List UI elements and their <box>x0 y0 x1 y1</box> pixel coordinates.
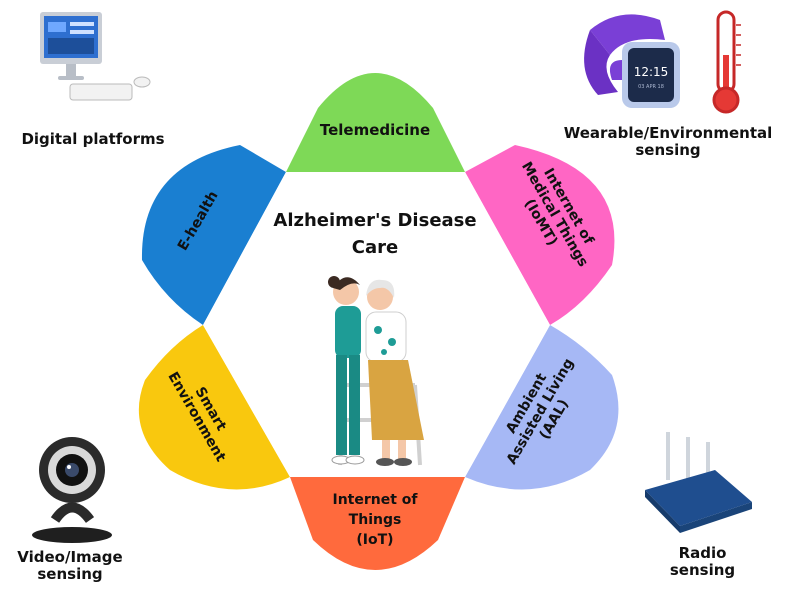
label-video-sensing: Video/Image sensing <box>0 548 140 584</box>
label-wearable-line1: Wearable/Environmental <box>563 124 773 142</box>
watch-time: 12:15 <box>634 65 669 79</box>
smartwatch-icon: 12:15 03 APR 18 <box>584 14 680 108</box>
label-digital-platforms-text: Digital platforms <box>21 130 165 148</box>
label-digital-platforms: Digital platforms <box>8 130 178 148</box>
thermometer-icon <box>712 10 741 114</box>
caregiver-elderly-illustration <box>328 276 424 466</box>
center-title-line1: Alzheimer's Disease <box>273 210 477 231</box>
label-telemedicine: Telemedicine <box>305 121 445 139</box>
petal-iomt <box>465 145 615 325</box>
webcam-icon <box>32 437 112 543</box>
label-iot-line3: (IoT) <box>356 532 394 549</box>
petal-ehealth <box>141 145 286 325</box>
label-video-line2: sensing <box>37 565 103 584</box>
petal-aal <box>465 325 619 490</box>
computer-monitor-icon <box>40 12 151 101</box>
label-video-line1: Video/Image <box>17 548 123 566</box>
label-radio-line1: Radio <box>678 544 727 562</box>
watch-date: 03 APR 18 <box>638 84 664 90</box>
label-iot: Internet of Things (IoT) <box>310 492 440 548</box>
label-iot-line2: Things <box>348 512 402 529</box>
label-radio-line2: sensing <box>669 561 736 580</box>
petal-telemedicine <box>286 73 465 172</box>
center-title-line2: Care <box>351 236 399 258</box>
wifi-router-icon <box>645 432 752 533</box>
petal-iot <box>290 477 465 570</box>
center-title: Alzheimer's Disease Care <box>265 210 485 258</box>
label-wearable-line2: sensing <box>635 141 701 160</box>
label-telemedicine-text: Telemedicine <box>319 121 431 139</box>
label-wearable-sensing: Wearable/Environmental sensing <box>548 124 788 160</box>
label-iot-line1: Internet of <box>332 492 418 508</box>
petal-smart-env <box>138 325 290 490</box>
label-radio-sensing: Radio sensing <box>655 544 750 580</box>
